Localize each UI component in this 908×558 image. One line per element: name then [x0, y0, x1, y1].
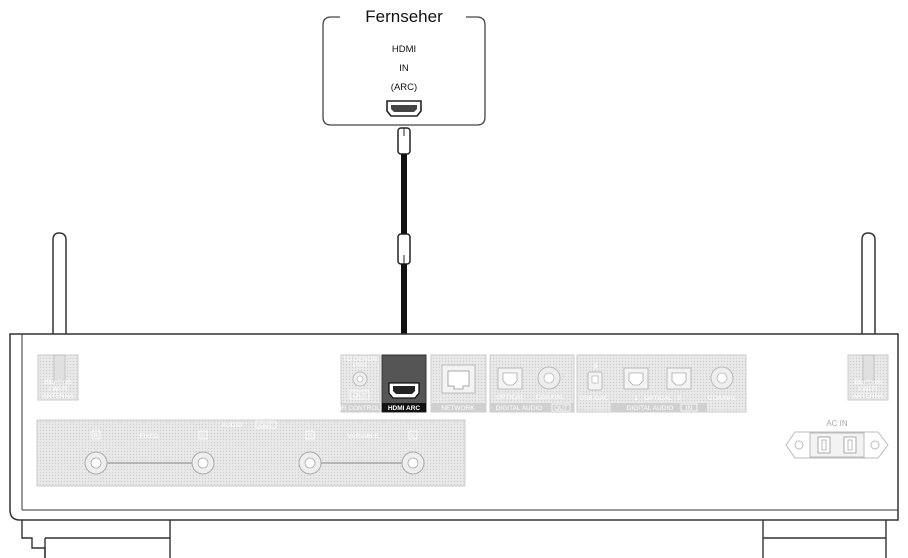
tv-port-label-arc: (ARC): [391, 82, 417, 93]
digital-in-coaxial: COAXIAL: [708, 395, 737, 402]
digital-in-optical: OPTICAL: [644, 395, 672, 402]
hdmi-arc-port[interactable]: HDMI ARC: [381, 354, 427, 413]
digital-out-optical: OPTICAL: [496, 394, 524, 401]
digital-in-badge: IN: [686, 405, 693, 412]
variable-r: R: [308, 433, 313, 440]
audio-out-badge: OUT: [259, 422, 273, 429]
tv-hdmi-port-icon: [386, 100, 422, 117]
digital-audio-in-section: ⭍ USB-DAC 1 OPTICAL 2 COAXIAL DIGITAL AU…: [576, 354, 747, 413]
variable-label: VARIABLE: [347, 433, 379, 440]
ir-top-line2: PMA: [353, 362, 368, 369]
digital-audio-out-section: OPTICAL COAXIAL DIGITAL AUDIO OUT: [489, 354, 575, 413]
antenna-right-line2: / Wi-Fi: [859, 386, 878, 393]
tv-title: Fernseher: [365, 7, 443, 26]
usb-dac-label: USB-DAC: [579, 395, 609, 402]
usb-icon: ⭍: [593, 362, 599, 370]
tv-port-label-hdmi: HDMI: [392, 44, 416, 55]
antenna-left-line3: ANTENNA: [42, 393, 74, 400]
ac-in-label: AC IN: [826, 419, 848, 428]
fixed-l: L: [201, 433, 205, 440]
digital-out-badge: OUT: [554, 405, 568, 412]
network-port: NETWORK: [430, 354, 487, 413]
tv-device: Fernseher HDMI IN (ARC): [322, 7, 486, 126]
antenna-right-line1: Bluetooth: [854, 379, 882, 386]
antenna-left-icon: [52, 232, 67, 358]
ir-control-section: TO DENON PMA OUT IR CONTROL: [340, 354, 381, 413]
variable-l: L: [411, 433, 415, 440]
digital-in-optical-1: 1: [634, 395, 638, 402]
antenna-left-line2: / Wi-Fi: [49, 386, 68, 393]
foot-left: [21, 520, 171, 558]
rca-variable-r-icon: [298, 451, 322, 475]
audio-out-section: AUDIO OUT R FIXED L R VARIABLE L: [36, 419, 466, 487]
hdmi-cable: [397, 127, 411, 374]
rca-variable-l-icon: [401, 451, 425, 475]
antenna-panel-right: Bluetooth / Wi-Fi ANTENNA: [847, 354, 889, 401]
network-label: NETWORK: [441, 405, 475, 412]
digital-out-coaxial: COAXIAL: [536, 394, 565, 401]
ir-top-line1: TO DENON: [343, 356, 377, 363]
antenna-left-line1: Bluetooth: [44, 379, 72, 386]
tv-port-label-in: IN: [399, 63, 409, 74]
digital-in-optical-2: 2: [677, 395, 681, 402]
hdmi-arc-label: HDMI ARC: [388, 405, 421, 412]
ac-in-section: AC IN: [785, 419, 889, 459]
digital-out-label: DIGITAL AUDIO: [496, 405, 543, 412]
fixed-r: R: [94, 433, 99, 440]
ir-control-label: IR CONTROL: [340, 405, 380, 412]
foot-right: [762, 520, 887, 558]
antenna-right-line3: ANTENNA: [852, 393, 884, 400]
antenna-panel-left: Bluetooth / Wi-Fi ANTENNA: [37, 354, 79, 401]
audio-out-label: AUDIO: [222, 422, 243, 429]
fixed-label: FIXED: [139, 433, 158, 440]
antenna-right-icon: [861, 232, 876, 358]
digital-in-label: DIGITAL AUDIO: [627, 405, 674, 412]
rca-fixed-l-icon: [191, 451, 215, 475]
ir-out-badge: OUT: [353, 393, 367, 400]
rca-fixed-r-icon: [84, 451, 108, 475]
